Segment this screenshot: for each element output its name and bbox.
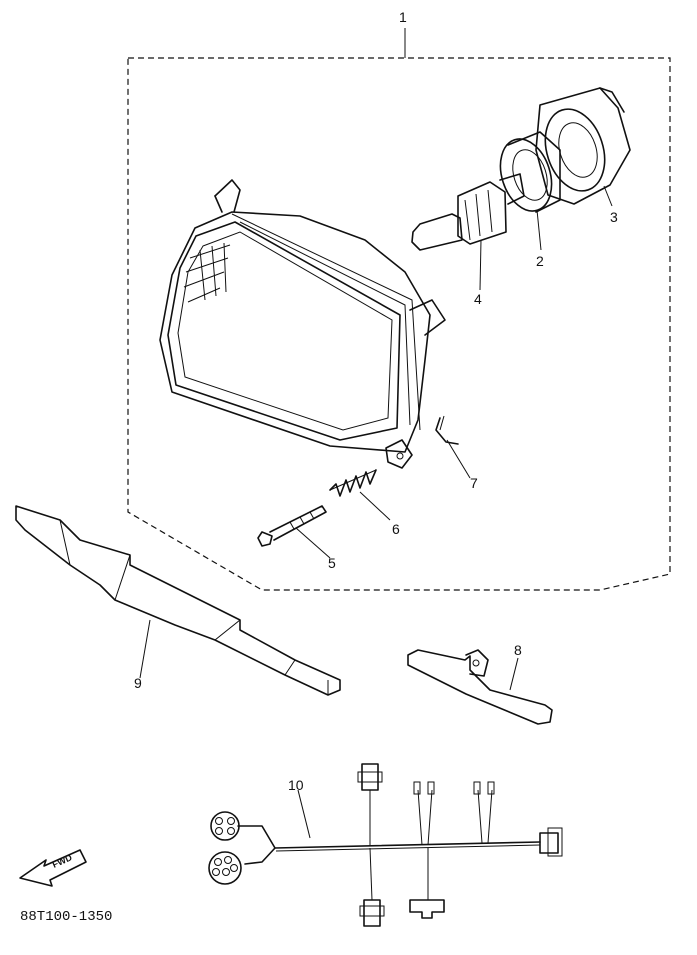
left-stay-bracket [15, 505, 341, 696]
drawing-code: 88T100-1350 [20, 909, 112, 925]
callout-10: 10 [288, 777, 304, 793]
callout-9: 9 [134, 675, 142, 691]
leader-lines [139, 185, 613, 839]
assembly-boundary [127, 28, 671, 591]
callout-6: 6 [392, 521, 400, 537]
callout-8: 8 [514, 642, 522, 658]
rubber-cover [535, 87, 631, 205]
callout-3: 3 [610, 209, 618, 225]
adjusting-spring [329, 469, 377, 497]
fwd-arrow: FWD [19, 849, 87, 887]
callout-2: 2 [536, 253, 544, 269]
callout-7: 7 [470, 475, 478, 491]
socket-ring [499, 131, 561, 213]
adjusting-screw [257, 505, 327, 547]
headlight-housing [159, 179, 446, 469]
fwd-label: FWD [51, 852, 74, 870]
callout-1: 1 [399, 9, 407, 25]
right-stay-bracket [407, 649, 553, 725]
callout-5: 5 [328, 555, 336, 571]
retaining-clip [435, 415, 459, 445]
headlight-bulb [411, 173, 525, 251]
callout-4: 4 [474, 291, 482, 307]
wire-harness [208, 763, 563, 927]
